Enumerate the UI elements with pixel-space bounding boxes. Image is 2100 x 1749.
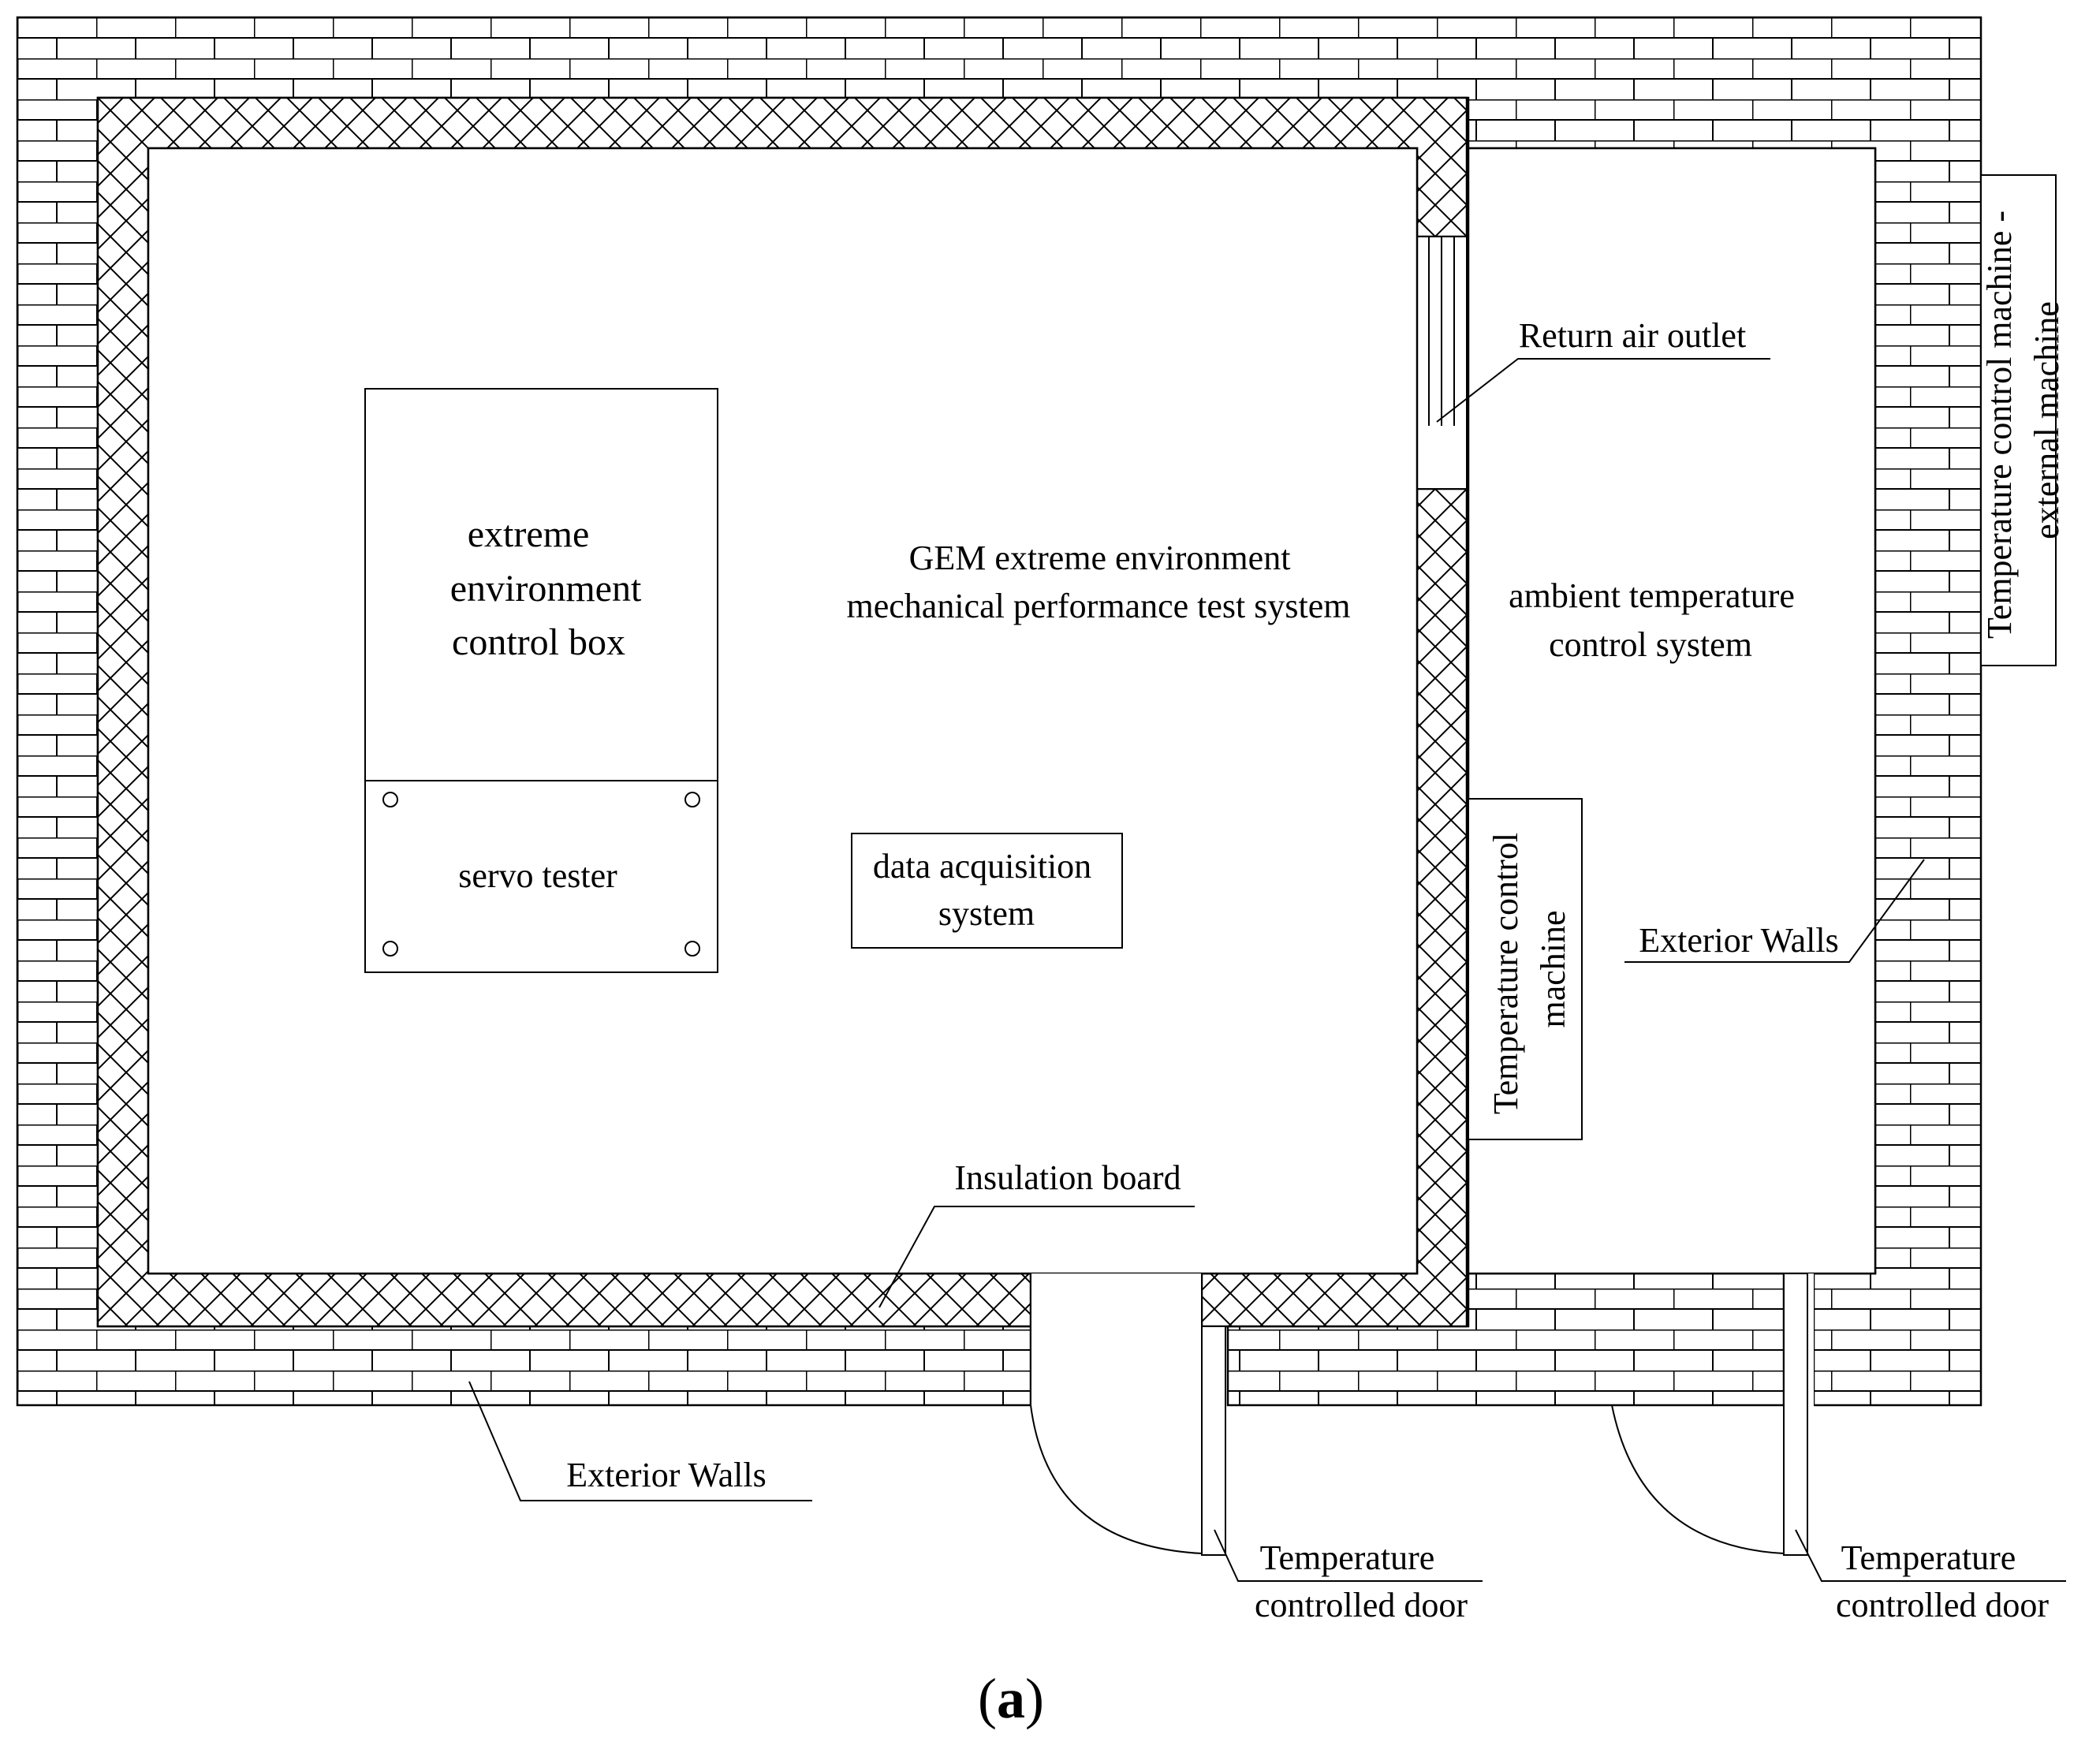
figure-caption: (a) xyxy=(978,1667,1044,1730)
test-system-label: GEM extreme environment mechanical perfo… xyxy=(847,539,1351,625)
external-machine-box xyxy=(1980,174,2057,666)
bolt-icon xyxy=(382,792,398,807)
exterior-walls-right-label: Exterior Walls xyxy=(1639,921,1838,960)
leader-door-2 xyxy=(1795,1529,2066,1582)
exterior-walls-bottom-label: Exterior Walls xyxy=(566,1456,766,1494)
return-air-outlet-vent xyxy=(1416,236,1468,490)
insulation-board-label: Insulation board xyxy=(954,1158,1181,1197)
temp-control-machine-label: Temperature control machine xyxy=(1486,824,1572,1114)
control-box xyxy=(364,388,718,781)
leader-door-1 xyxy=(1214,1529,1483,1582)
data-acquisition-box xyxy=(851,833,1123,949)
return-air-outlet-label: Return air outlet xyxy=(1519,316,1746,355)
servo-tester-box xyxy=(364,780,718,973)
leader-return-air xyxy=(1436,358,1770,423)
leader-exterior-walls-bottom xyxy=(468,1381,812,1501)
bolt-icon xyxy=(684,941,700,957)
leader-exterior-walls-right xyxy=(1624,859,1925,963)
door-2-label: Temperature controlled door xyxy=(1836,1538,2049,1624)
data-acquisition-label: data acquisition system xyxy=(873,847,1100,933)
servo-tester-label: servo tester xyxy=(458,856,617,895)
bolt-icon xyxy=(382,941,398,957)
temperature-controlled-door-1 xyxy=(1030,1326,1226,1556)
leader-insulation-board xyxy=(878,1206,1195,1308)
control-box-label: extreme environment control box xyxy=(450,513,651,663)
temperature-control-machine-box xyxy=(1468,798,1583,1140)
bolt-icon xyxy=(684,792,700,807)
test-chamber xyxy=(147,147,1419,1275)
door-opening-1 xyxy=(1031,1274,1202,1431)
external-machine-label: Temperature control machine - external m… xyxy=(1980,202,2066,639)
door-1-label: Temperature controlled door xyxy=(1255,1538,1468,1624)
temperature-controlled-door-2 xyxy=(1611,1273,1808,1556)
ambient-system-label: ambient temperature control system xyxy=(1509,576,1803,664)
